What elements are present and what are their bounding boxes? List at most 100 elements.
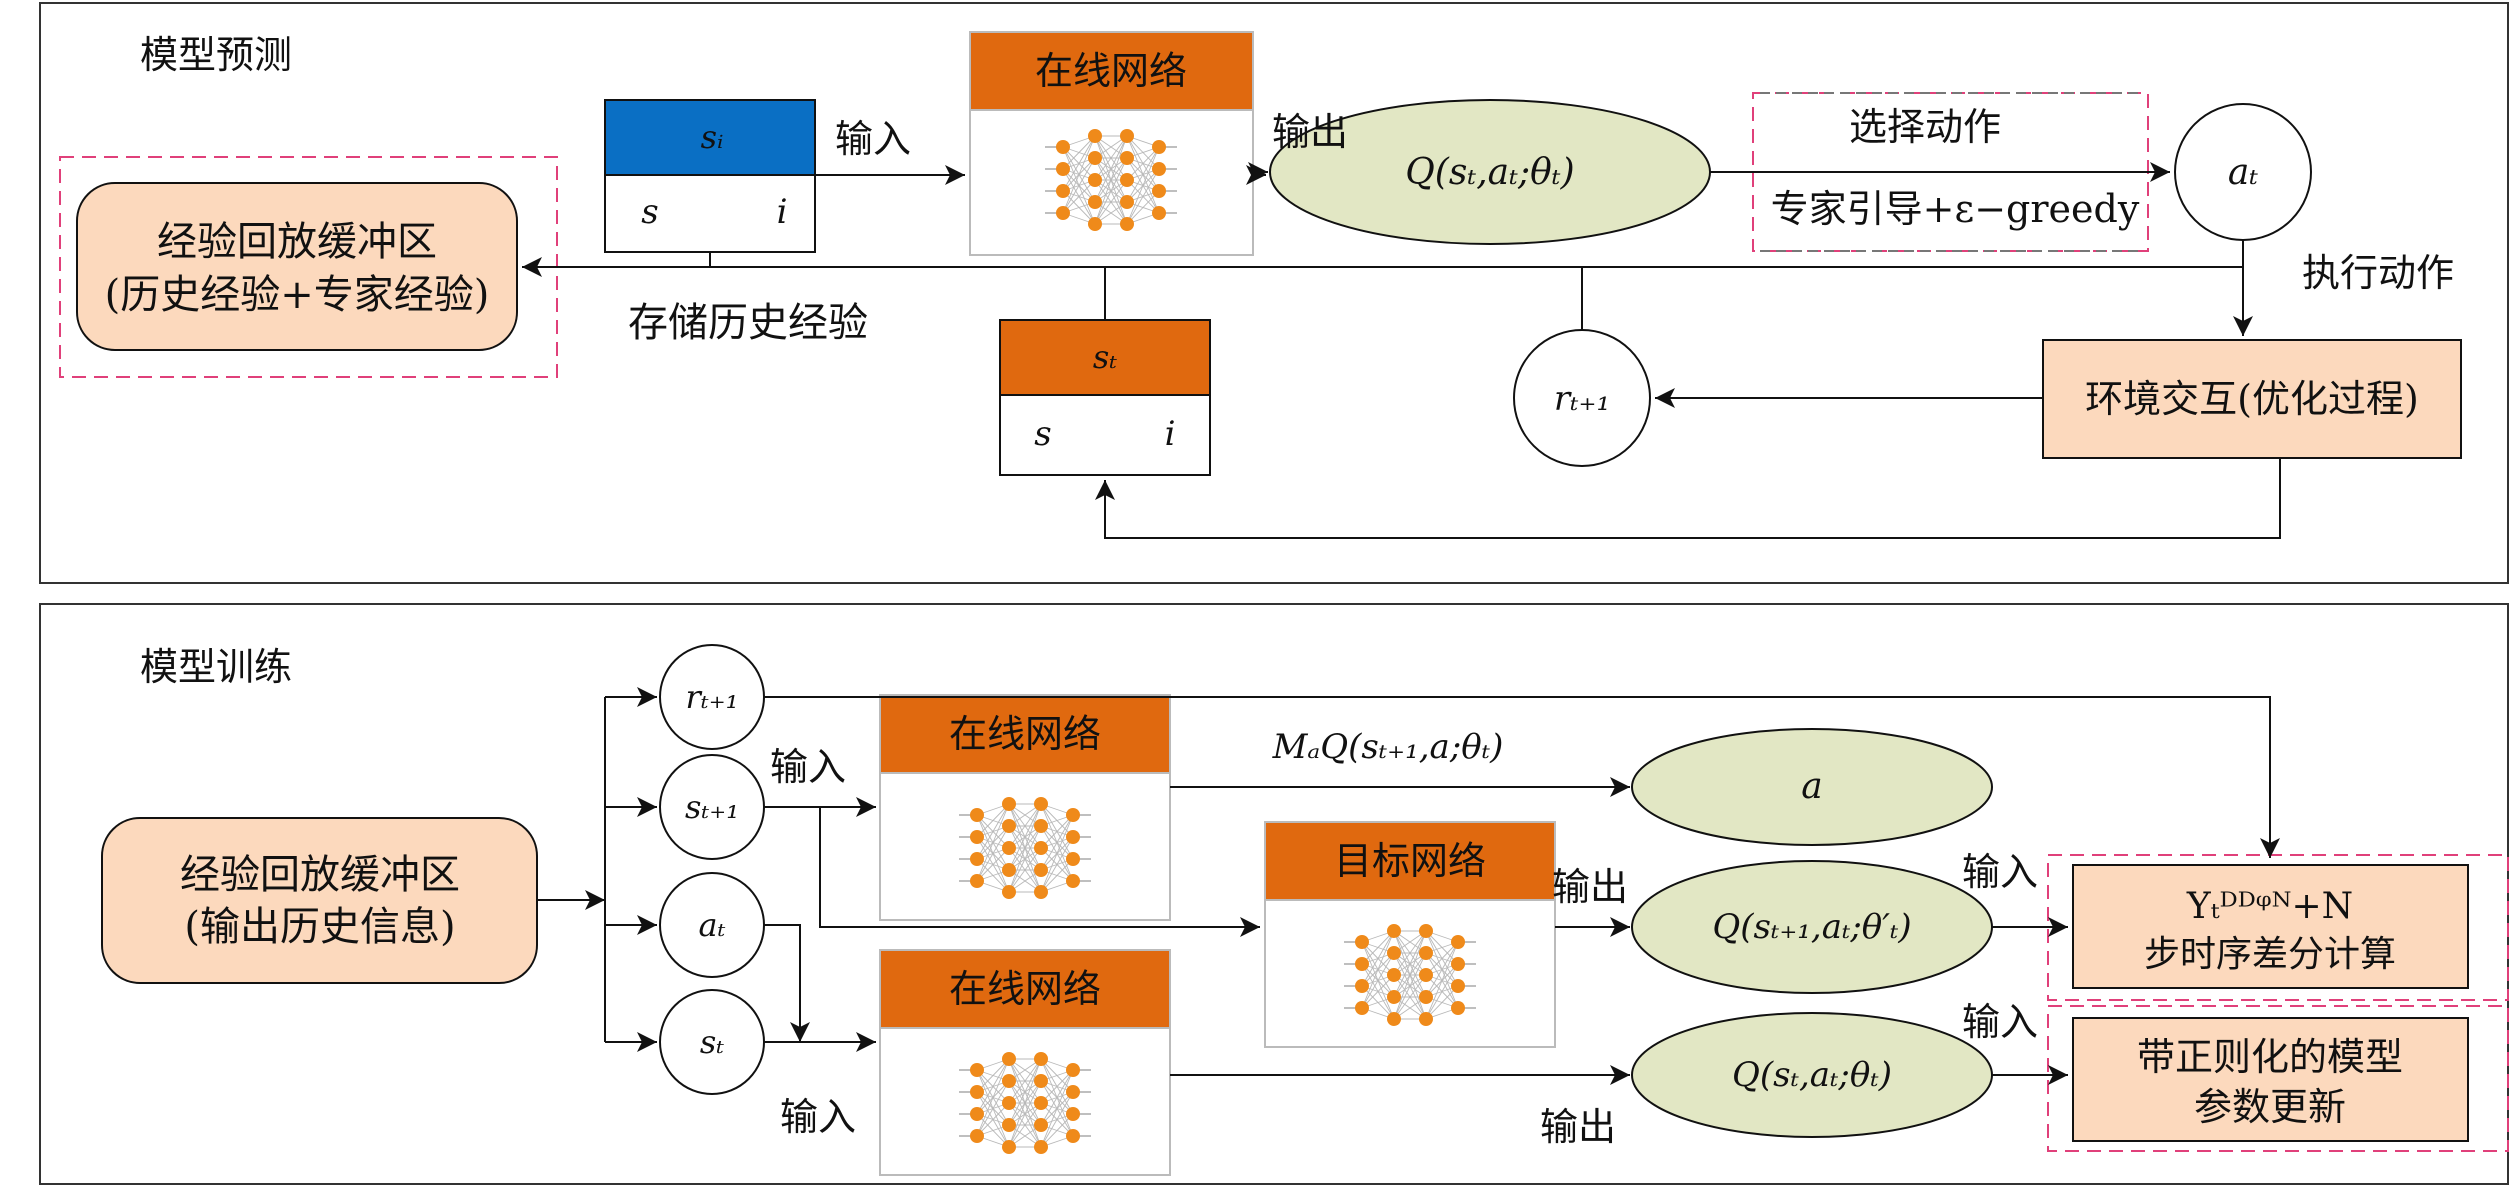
replay-buffer-bottom-line2: (输出历史信息) [184,904,455,950]
neuron-node [1120,195,1134,209]
sample-next-state-label: sₜ₊₁ [685,788,739,826]
neuron-node [1056,140,1070,154]
store-history-label: 存储历史经验 [628,300,868,346]
online-network-top: 在线网络 [969,31,1254,256]
neuron-node [1451,935,1465,949]
ddqn-box [2072,864,2469,989]
neuron-node [1034,1118,1048,1132]
neuron-node [1355,979,1369,993]
neuron-node [1088,129,1102,143]
neuron-node [1419,1012,1433,1026]
action-select-line2: 专家引导+ε−greedy [1771,187,2140,231]
state-box-orange-left: s [1034,414,1051,454]
state-box-blue-header-label: sᵢ [701,118,724,156]
state-box-blue-right: i [777,192,788,232]
neuron-node [970,1107,984,1121]
neuron-node [1088,173,1102,187]
online-network-top-label: 在线网络 [1035,49,1187,93]
neuron-node [1002,1140,1016,1154]
prediction-title: 模型预测 [140,33,292,77]
neuron-node [1120,151,1134,165]
neuron-node [1034,1096,1048,1110]
neuron-node [1088,217,1102,231]
replay-buffer-bottom-line1: 经验回放缓冲区 [180,852,460,898]
neuron-node [1056,184,1070,198]
neuron-node [1387,1012,1401,1026]
neuron-node [1451,979,1465,993]
neuron-node [970,852,984,866]
neuron-node [970,808,984,822]
neuron-node [1066,1085,1080,1099]
state-box-blue-left: s [641,192,658,232]
neuron-node [1355,935,1369,949]
neuron-node [1419,946,1433,960]
neuron-node [970,874,984,888]
online-network-upper: 在线网络 [879,694,1171,921]
replay-buffer-bottom [101,817,538,984]
training-panel [39,603,2509,1185]
neuron-node [1451,957,1465,971]
neuron-node [1451,1001,1465,1015]
neuron-node [1419,924,1433,938]
replay-buffer-top-line2: (历史经验+专家经验) [105,272,490,318]
neuron-node [1387,946,1401,960]
neuron-node [1419,990,1433,1004]
neuron-node [1002,841,1016,855]
execute-action-label: 执行动作 [2302,251,2454,295]
replay-buffer-top [76,182,518,351]
neuron-node [1002,1118,1016,1132]
update-line2: 参数更新 [2194,1085,2346,1129]
update-box [2072,1017,2469,1142]
top-output-label: 输出 [1272,110,1348,154]
neuron-node [1034,1074,1048,1088]
target-network: 目标网络 [1264,821,1556,1048]
neuron-node [1387,968,1401,982]
neural-net-icon [959,797,1091,899]
neuron-node [1034,863,1048,877]
neuron-node [1152,184,1166,198]
neuron-node [1066,808,1080,822]
environment-label: 环境交互(优化过程) [2085,377,2419,421]
neuron-node [1056,162,1070,176]
neuron-node [1002,863,1016,877]
neuron-node [1355,957,1369,971]
state-box-orange-header [999,319,1211,396]
state-box-orange-right: i [1165,414,1176,454]
state-box-blue-header [604,99,816,176]
online-network-upper-label: 在线网络 [949,712,1101,756]
target-output-label: 输出 [1552,865,1628,909]
ddqn-line1: Yₜᴰᴰᵠᴺ+N [2186,886,2353,927]
neuron-node [1088,151,1102,165]
neuron-node [1034,1140,1048,1154]
training-title: 模型训练 [140,645,292,689]
neuron-node [1034,819,1048,833]
neuron-node [1152,140,1166,154]
neuron-node [970,1063,984,1077]
neuron-node [1120,129,1134,143]
replay-buffer-top-line1: 经验回放缓冲区 [157,219,437,265]
neural-net-icon [1344,924,1476,1026]
neuron-node [1152,162,1166,176]
neuron-node [1066,1107,1080,1121]
target-network-label: 目标网络 [1334,839,1486,883]
reward-node-label: rₜ₊₁ [1554,379,1610,419]
prediction-panel [39,2,2509,584]
neuron-node [1066,830,1080,844]
neuron-node [1066,874,1080,888]
neuron-node [1066,1063,1080,1077]
neuron-node [1120,217,1134,231]
bottom-input-lower-label: 输入 [780,1095,856,1139]
neuron-node [1056,206,1070,220]
online-output-label: 输出 [1540,1105,1616,1149]
neuron-node [1002,819,1016,833]
neuron-node [1034,841,1048,855]
neuron-node [1034,797,1048,811]
q-value-top-label: Q(sₜ,aₜ;θₜ) [1405,152,1574,193]
neuron-node [1002,797,1016,811]
state-box-orange-header-label: sₜ [1093,338,1117,376]
action-node-label: aₜ [2228,152,2258,193]
neuron-node [1387,924,1401,938]
neuron-node [1002,885,1016,899]
online-network-lower-label: 在线网络 [949,967,1101,1011]
